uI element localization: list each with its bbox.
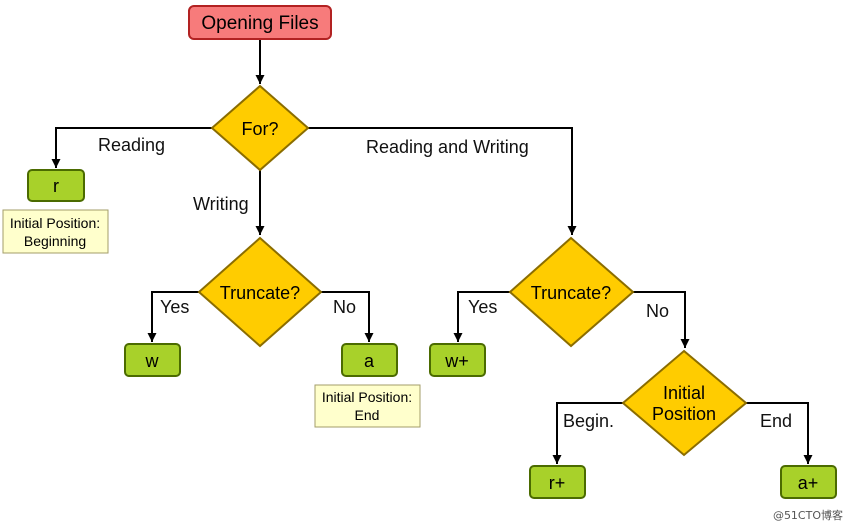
mode-node-wplus: w+ [429,343,486,377]
note-a-line1: Initial Position: [322,389,412,405]
decision-truncate-right-diamond [508,236,635,348]
decision-truncate-left: Truncate? [197,236,323,348]
mode-node-aplus: a+ [780,465,837,499]
edge-label-no-right: No [646,301,669,321]
edge-label-yes-right: Yes [468,297,497,317]
note-a-line2: End [355,407,380,423]
mode-node-a-label: a [364,351,375,371]
mode-node-r-label: r [53,176,59,196]
edge-truncate-right-to-wplus [453,291,510,342]
mode-node-rplus-box [529,465,586,499]
mode-node-rplus: r+ [529,465,586,499]
mode-node-rplus-label: r+ [549,473,566,493]
note-r-line2: Beginning [24,233,86,249]
mode-node-wplus-box [429,343,486,377]
note-a: Initial Position: End [314,384,421,428]
edge-labels: Reading Writing Reading and Writing Yes … [98,135,792,431]
decision-initial-position: Initial Position [621,349,748,457]
edge-truncate-left-to-a [321,291,374,342]
mode-node-aplus-box [780,465,837,499]
edge-label-reading: Reading [98,135,165,155]
edge-truncate-right-to-initial-position [633,291,690,348]
edge-label-yes-left: Yes [160,297,189,317]
decision-for-label: For? [241,119,278,139]
note-r: Initial Position: Beginning [2,209,109,254]
decision-for: For? [210,84,310,172]
edge-label-writing: Writing [193,194,249,214]
decision-initial-position-diamond [621,349,748,457]
start-node: Opening Files [188,5,332,40]
mode-node-a: a [341,343,398,377]
mode-node-a-box [341,343,398,377]
decision-truncate-right-label: Truncate? [531,283,611,303]
decision-initial-position-label-line2: Position [652,404,716,424]
decision-initial-position-label-line1: Initial [663,383,705,403]
mode-node-aplus-label: a+ [798,473,819,493]
decision-truncate-left-label: Truncate? [220,283,300,303]
mode-node-r-box [27,169,85,202]
edge-label-end: End [760,411,792,431]
edge-truncate-left-to-w [147,291,199,342]
note-r-box [2,209,109,254]
note-a-box [314,384,421,428]
start-node-box [188,5,332,40]
mode-node-w: w [124,343,181,377]
watermark: @51CTO博客 [773,508,843,522]
edge-label-no-left: No [333,297,356,317]
decision-truncate-right: Truncate? [508,236,635,348]
decision-for-diamond [210,84,310,172]
decision-truncate-left-diamond [197,236,323,348]
mode-node-w-label: w [145,351,160,371]
edge-label-reading-and-writing: Reading and Writing [366,137,529,157]
mode-node-w-box [124,343,181,377]
edge-initial-position-to-aplus [746,402,813,464]
note-r-line1: Initial Position: [10,215,100,231]
edges [51,39,813,464]
mode-node-wplus-label: w+ [444,351,469,371]
edge-initial-position-to-rplus [552,402,623,464]
edge-for-to-truncate-right [308,127,577,235]
start-node-label: Opening Files [201,13,318,34]
edge-label-begin: Begin. [563,411,614,431]
mode-node-r: r [27,169,85,202]
edge-for-to-r [51,127,212,168]
